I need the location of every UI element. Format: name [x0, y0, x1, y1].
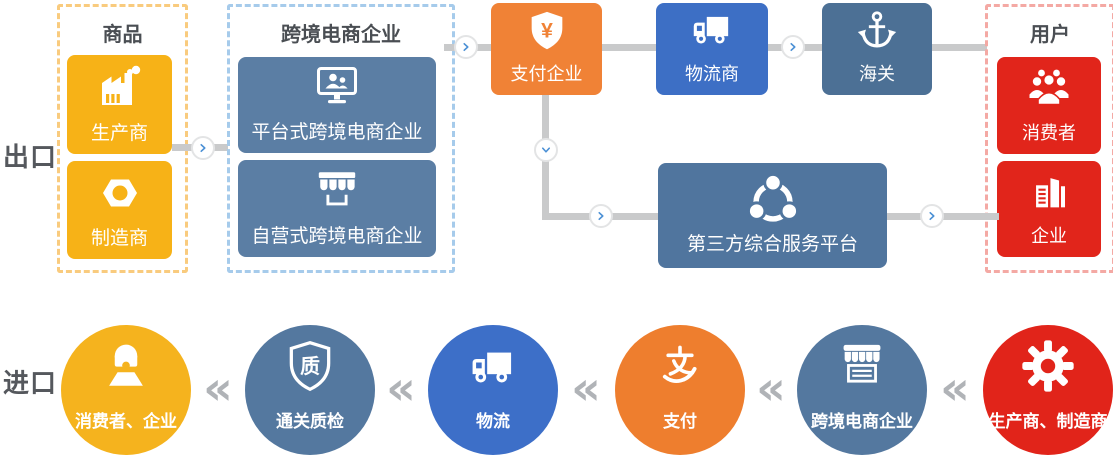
people-group-icon [1029, 69, 1069, 106]
platform-type-label: 平台式跨境电商企业 [251, 122, 423, 143]
self-operated-node: 自营式跨境电商企业 [238, 160, 436, 257]
flow-arrow-right-icon [454, 35, 478, 59]
connector-line [932, 44, 987, 51]
producer-label: 生产商 [90, 123, 148, 144]
import-logistics-label: 物流 [476, 412, 510, 431]
import-payment-circle: 支付 [615, 325, 745, 455]
third-party-platform-label: 第三方综合服务平台 [686, 234, 858, 255]
anchor-icon [857, 11, 897, 48]
flow-arrow-right-icon [781, 35, 805, 59]
third-party-platform-node: 第三方综合服务平台 [658, 163, 887, 268]
storefront-icon [843, 344, 881, 383]
truck-icon [472, 352, 512, 383]
import-ecommerce-label: 跨境电商企业 [811, 412, 913, 431]
platform-type-node: 平台式跨境电商企业 [238, 57, 436, 153]
quality-shield-icon: 质 [289, 340, 331, 392]
import-producer-label: 生产商、制造商 [988, 412, 1108, 431]
logistics-provider-node: 物流商 [656, 3, 768, 95]
payment-company-node: ¥ 支付企业 [491, 3, 602, 95]
quality-inspection-label: 通关质检 [276, 412, 344, 431]
nut-icon [102, 179, 137, 207]
flow-back-chevrons: « [203, 361, 233, 416]
gear-icon [1022, 340, 1074, 392]
users-group: 用户 消费者 企业 [985, 4, 1113, 273]
consumer-node: 消费者 [997, 57, 1101, 154]
flow-arrow-right-icon [589, 204, 613, 228]
export-side-label: 出口 [3, 142, 58, 172]
truck-icon [693, 16, 729, 44]
import-consumer-label: 消费者、企业 [75, 412, 177, 431]
enterprise-node: 企业 [997, 161, 1101, 257]
logistics-provider-label: 物流商 [685, 64, 739, 84]
import-producer-circle: 生产商、制造商 [983, 325, 1113, 455]
buildings-icon [1036, 178, 1066, 208]
flow-back-chevrons: « [756, 361, 786, 416]
manufacturer-node: 制造商 [67, 161, 172, 259]
goods-group: 商品 生产商 制造商 [57, 4, 188, 273]
quality-inspection-circle: 质 通关质检 [245, 325, 375, 455]
manufacturer-label: 制造商 [90, 228, 148, 249]
alipay-icon [662, 345, 697, 383]
shield-yuan-icon: ¥ [531, 11, 562, 50]
enterprise-label: 企业 [1031, 226, 1067, 246]
flow-arrow-right-icon [191, 136, 215, 160]
ecommerce-group-label: 跨境电商企业 [281, 24, 401, 46]
import-payment-label: 支付 [663, 412, 697, 431]
users-group-label: 用户 [1030, 24, 1070, 46]
goods-group-label: 商品 [102, 24, 143, 46]
self-operated-label: 自营式跨境电商企业 [251, 226, 423, 247]
monitor-users-icon [317, 67, 357, 104]
customs-node: 海关 [822, 3, 932, 95]
import-ecommerce-circle: 跨境电商企业 [797, 325, 927, 455]
share-network-icon [746, 173, 799, 222]
yuan-glyph: ¥ [541, 20, 553, 43]
quality-glyph: 质 [300, 355, 320, 378]
flow-back-chevrons: « [940, 361, 970, 416]
customs-label: 海关 [859, 64, 895, 84]
flow-back-chevrons: « [386, 361, 416, 416]
import-logistics-circle: 物流 [428, 325, 558, 455]
female-user-icon [109, 344, 143, 386]
import-consumer-circle: 消费者、企业 [61, 325, 191, 455]
producer-node: 生产商 [67, 55, 172, 154]
import-side-label: 进口 [3, 368, 58, 398]
consumer-label: 消费者 [1022, 123, 1076, 143]
connector-line [602, 44, 658, 51]
flow-back-chevrons: « [571, 361, 601, 416]
flow-arrow-down-icon [534, 138, 558, 162]
awning-store-icon [318, 172, 356, 206]
factory-icon [101, 65, 140, 105]
payment-company-label: 支付企业 [510, 64, 583, 84]
flow-arrow-right-icon [920, 204, 944, 228]
ecommerce-group: 跨境电商企业 平台式跨境电商企业 自营式跨境电商企业 [227, 4, 455, 273]
